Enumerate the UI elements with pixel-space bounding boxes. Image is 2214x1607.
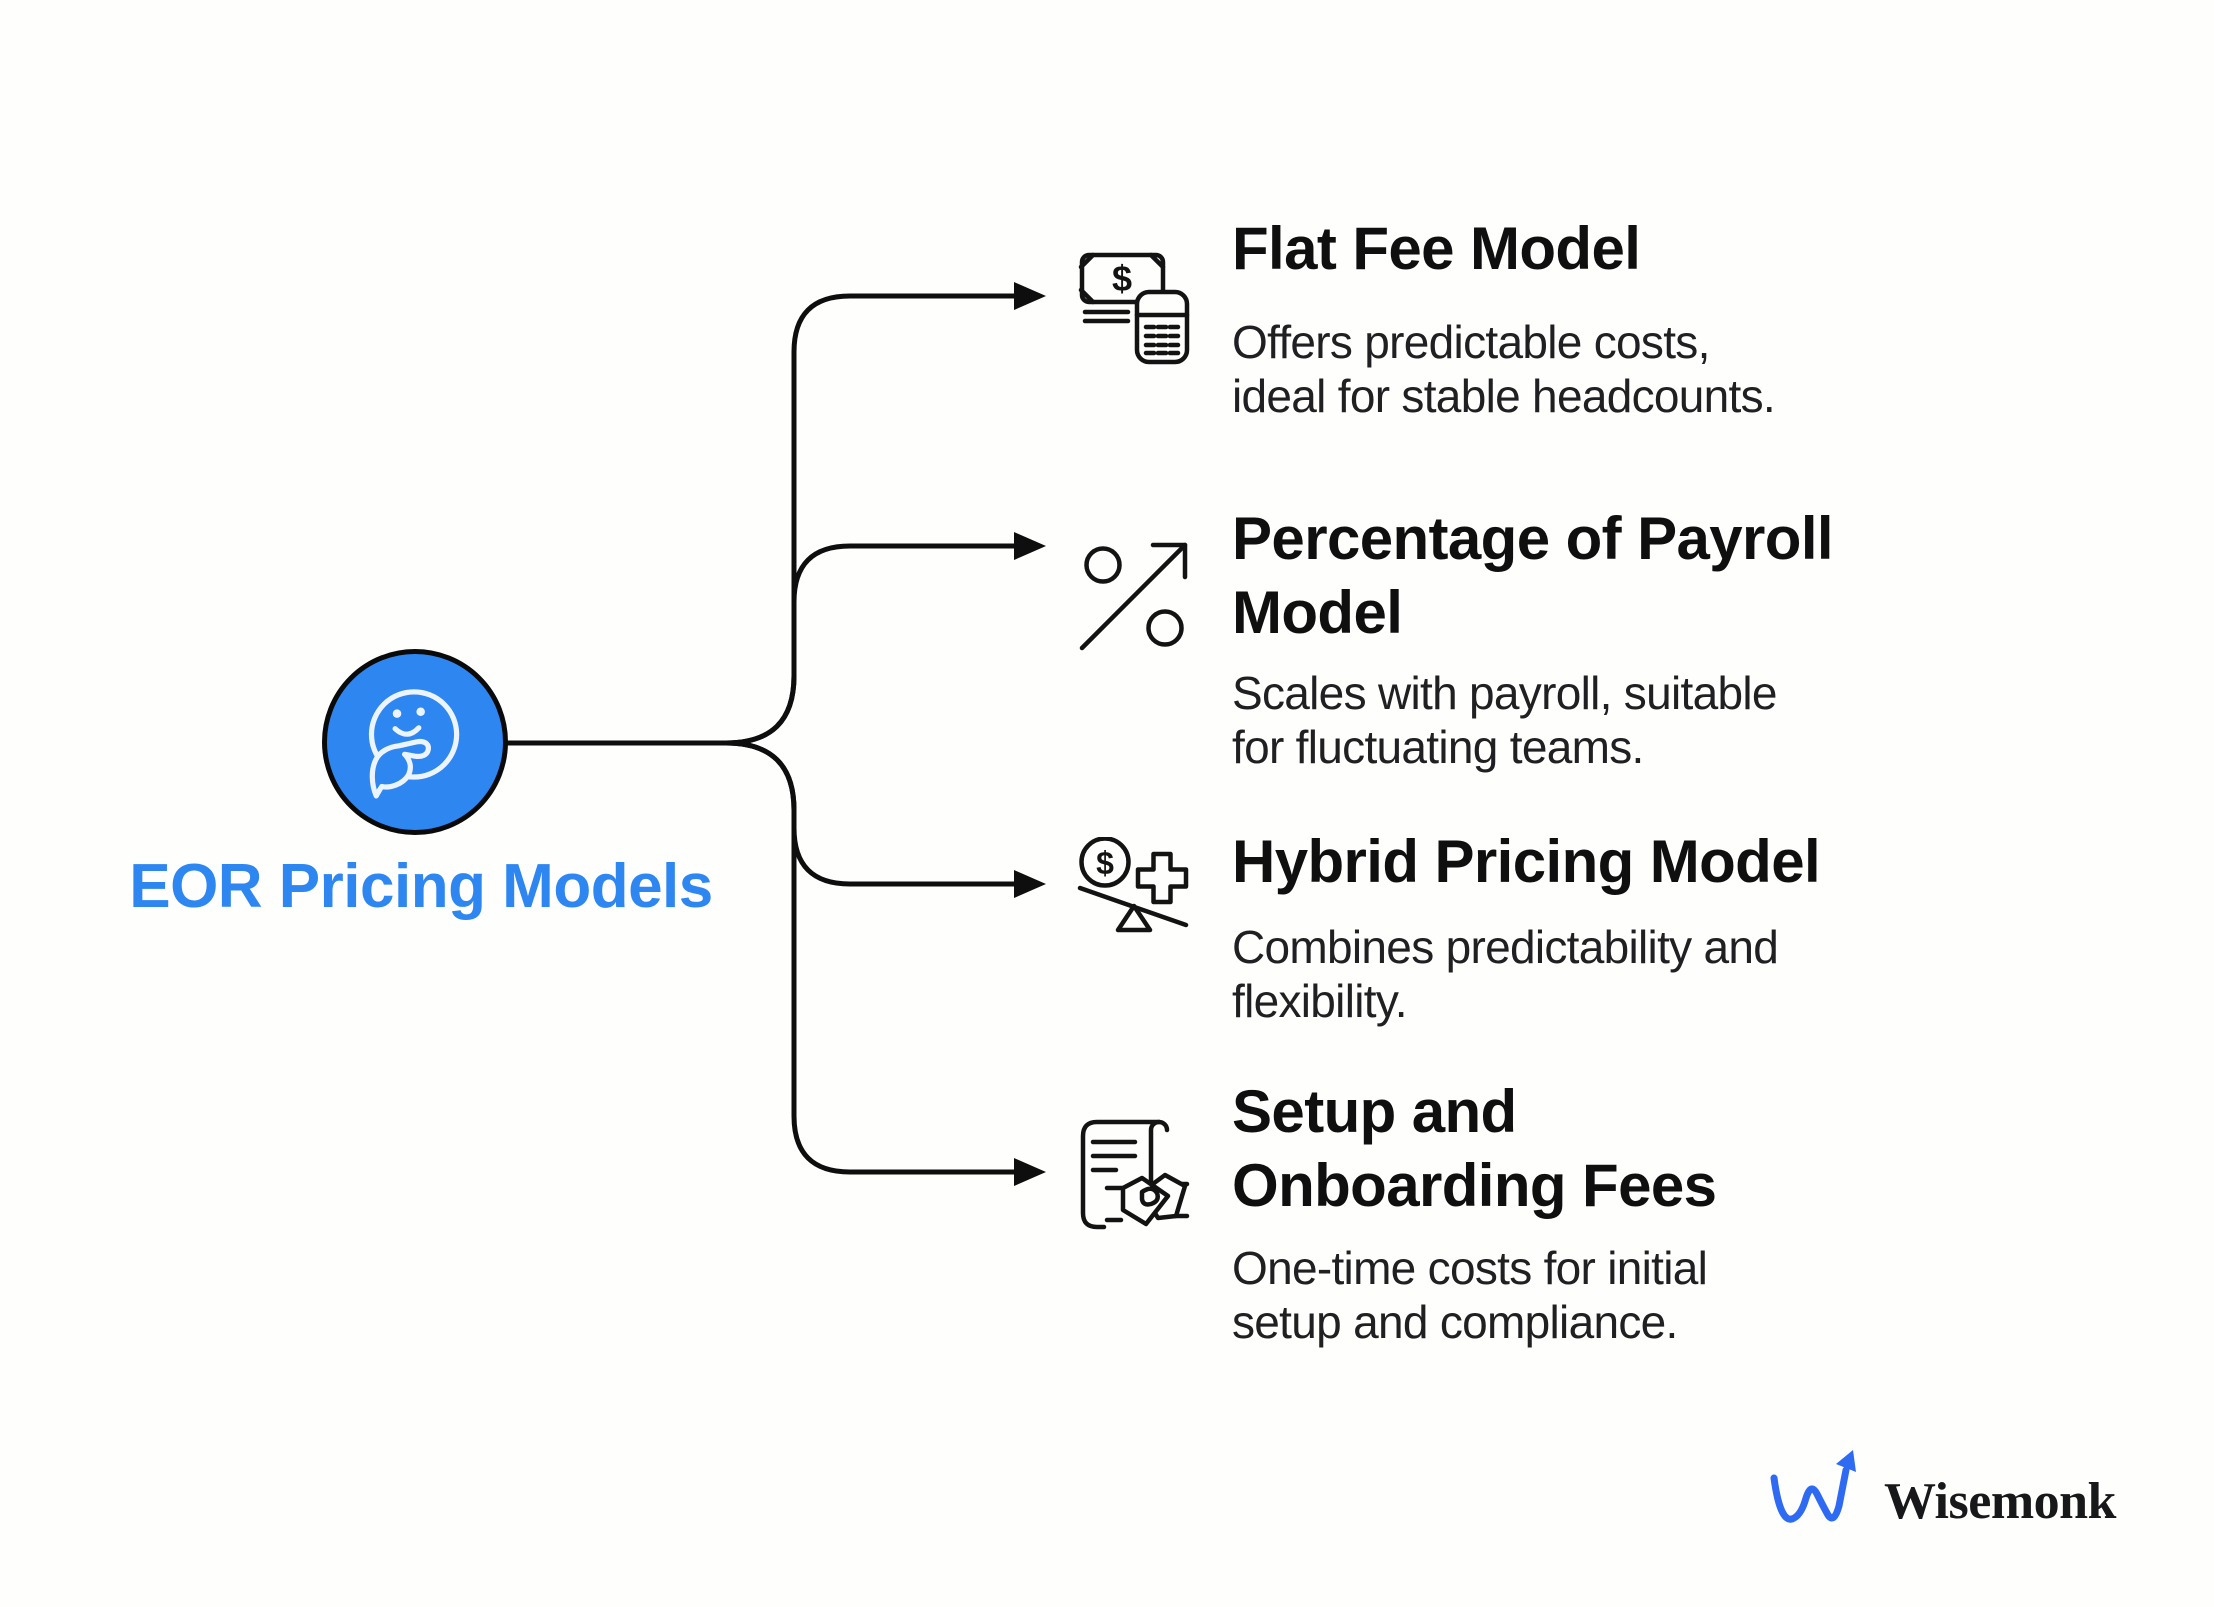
svg-text:$: $ [1112,258,1132,299]
branch-description: Combines predictability and flexibility. [1232,921,1779,1027]
connector-branch-1 [723,293,1021,746]
banknote-calculator-icon: $ [1078,252,1190,365]
thinking-face-icon [368,689,460,799]
arrowhead-icon [1014,532,1046,560]
wisemonk-logo-text: Wisemonk [1884,1473,2116,1530]
connector-branch-4 [723,740,1021,1175]
branch-title: Hybrid Pricing Model [1232,828,1821,895]
wave-arrow-icon [1770,1450,1856,1523]
center-node [322,649,508,835]
branch-title: Setup and Onboarding Fees [1232,1078,1717,1219]
arrowhead-icon [1014,282,1046,310]
branch-description: Offers predictable costs, ideal for stab… [1232,316,1776,422]
connector-branch-2 [723,543,1021,746]
connector-branch-3 [723,740,1021,887]
branch-title: Percentage of Payroll Model [1232,505,1834,646]
svg-text:$: $ [1096,845,1114,881]
percentage-growth-arrow-icon [1079,542,1188,651]
wisemonk-logo: Wisemonk [1768,1444,2116,1536]
center-node-label: EOR Pricing Models [129,852,713,921]
contract-handshake-icon [1080,1119,1190,1230]
branch-description: One-time costs for initial setup and com… [1232,1242,1708,1348]
branch-description: Scales with payroll, suitable for fluctu… [1232,667,1777,773]
arrowhead-icon [1014,870,1046,898]
balance-dollar-plus-icon: $ [1077,837,1189,933]
branch-title: Flat Fee Model [1232,215,1641,282]
arrowhead-icon [1014,1158,1046,1186]
